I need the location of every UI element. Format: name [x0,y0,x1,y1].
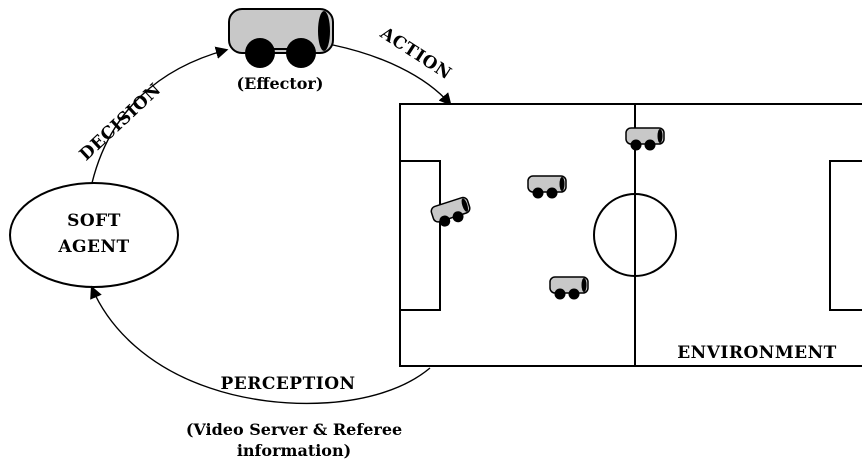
decision-arrow [91,46,229,184]
perception-source-line2: information) [237,441,351,460]
soccer-field [399,103,862,367]
robot-icon [527,175,567,199]
effector-robot-icon [228,8,334,68]
robot-icon [549,276,589,300]
robot-icon [625,127,665,151]
soft-agent-node: SOFT AGENT [9,182,179,288]
perception-arrow [90,285,431,405]
soft-agent-label-line2: AGENT [57,237,129,257]
perception-label: PERCEPTION [220,374,355,394]
soft-agent-label-line1: SOFT [67,211,121,231]
environment-label: ENVIRONMENT [677,343,837,363]
effector-caption: (Effector) [237,74,324,93]
action-arrow [332,44,452,106]
decision-label: DECISION [76,80,166,165]
robot-icon [430,196,471,227]
perception-source-line1: (Video Server & Referee [186,420,402,439]
